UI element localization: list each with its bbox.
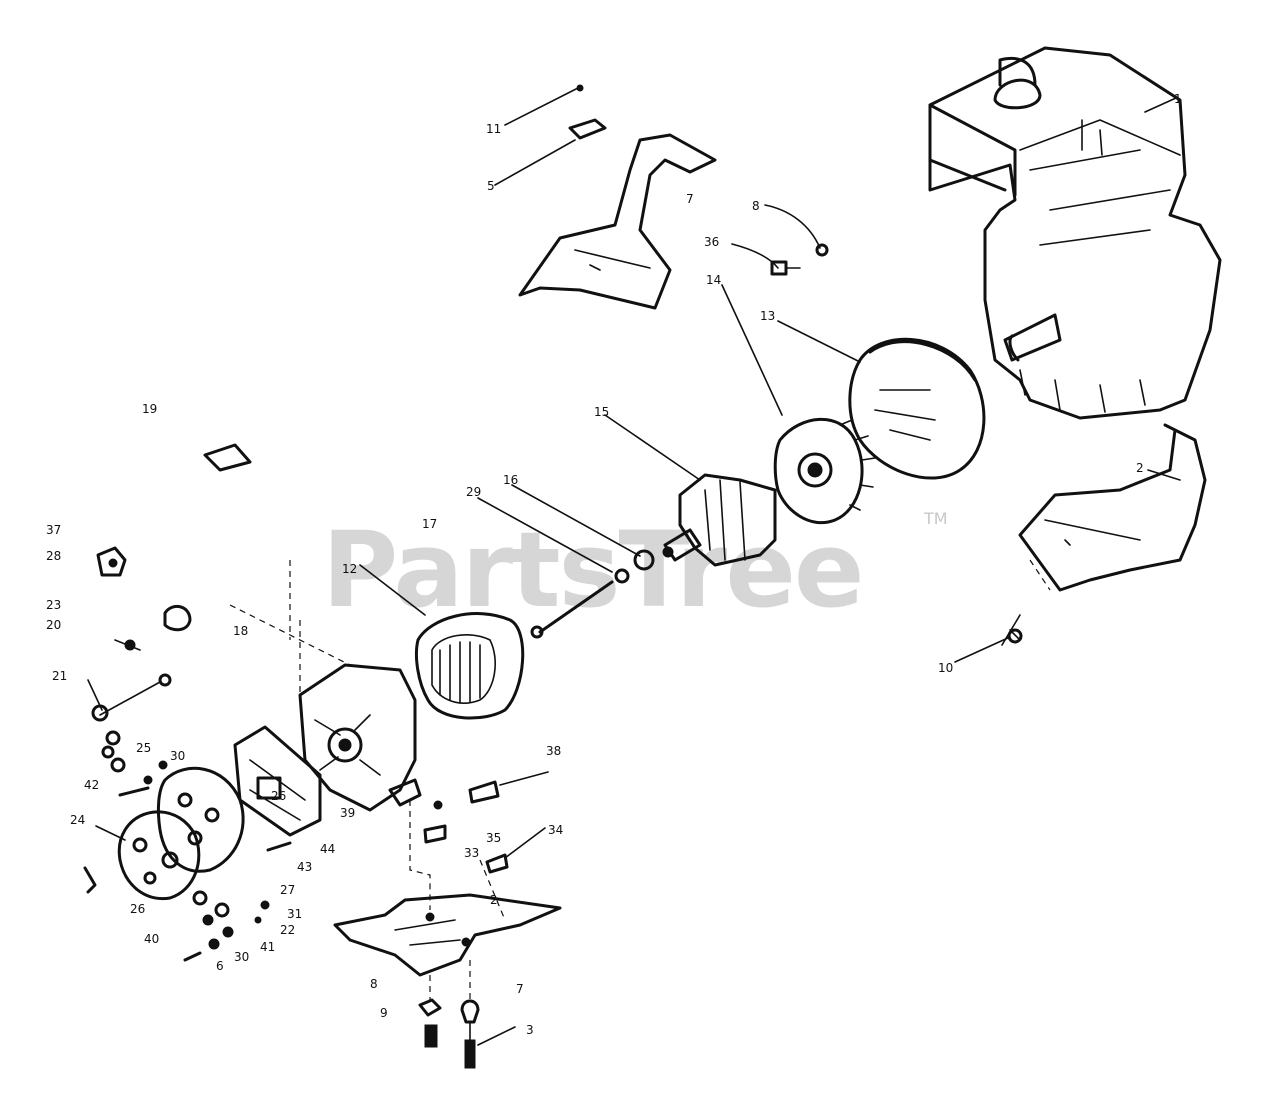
callout-8a: 8 [752,199,760,213]
callout-11: 11 [486,122,501,136]
callout-1: 1 [1174,92,1182,106]
alignment-dashes [229,559,1051,1000]
leader-lines [87,97,1181,1046]
callout-23: 23 [46,598,61,612]
callout-26: 26 [271,789,286,803]
nameplate-19 [203,443,252,472]
trademark-mark: TM [923,509,948,528]
callout-18: 18 [233,624,248,638]
callout-15: 15 [594,405,609,419]
callout-17: 17 [422,517,437,531]
frame-rail-right [1001,423,1207,646]
callout-33: 33 [464,846,479,860]
callout-29: 29 [466,485,481,499]
fasteners-bottom [418,998,480,1069]
callout-22: 22 [280,923,295,937]
callout-3: 3 [526,1023,534,1037]
callout-10: 10 [938,661,953,675]
cooling-fan [773,417,876,525]
fasteners-top [731,204,829,276]
rotor-assembly [662,473,777,567]
callout-6: 6 [216,959,224,973]
callout-36: 36 [704,235,719,249]
stator [414,612,525,720]
callout-13: 13 [760,309,775,323]
end-bell-housing [298,663,422,812]
callout-20: 20 [46,618,61,632]
callout-24: 24 [70,813,85,827]
callout-42: 42 [84,778,99,792]
callout-30a: 30 [170,749,185,763]
callout-31: 31 [287,907,302,921]
small-bracket [494,84,607,186]
callout-19: 19 [142,402,157,416]
callout-21: 21 [52,669,67,683]
callout-12: 12 [342,562,357,576]
callout-44: 44 [320,842,335,856]
blower-housing [848,337,986,480]
callout-7a: 7 [686,192,694,206]
callout-5: 5 [487,179,495,193]
callouts: 1 11 5 7 8 36 13 14 15 16 29 17 12 19 37… [46,92,1182,1037]
switch-23 [163,604,192,632]
bolt-10 [954,628,1023,663]
receptacle-28 [96,546,127,577]
partstree-watermark: PartsTree [322,509,862,631]
callout-41: 41 [260,940,275,954]
callout-9: 9 [380,1006,388,1020]
callout-38: 38 [546,744,561,758]
callout-27: 27 [280,883,295,897]
callout-30b: 30 [234,950,249,964]
callout-8b: 8 [370,977,378,991]
small-parts-center [423,780,509,874]
callout-2b: 2 [490,893,498,907]
frame-rail-bottom [333,893,562,977]
callout-7b: 7 [516,982,524,996]
frame-rail-top [518,133,717,310]
fastener-group-left [83,639,292,962]
callout-25: 25 [136,741,151,755]
brush-holder-frame [233,725,322,837]
callout-16: 16 [503,473,518,487]
callout-2a: 2 [1136,461,1144,475]
control-plate-front [117,810,201,901]
callout-40: 40 [144,932,159,946]
callout-43: 43 [297,860,312,874]
callout-39: 39 [340,806,355,820]
callout-34: 34 [548,823,563,837]
engine-assembly [928,46,1222,420]
callout-28: 28 [46,549,61,563]
callout-35: 35 [486,831,501,845]
callout-26b: 26 [130,902,145,916]
callout-14: 14 [706,273,721,287]
control-plate-rear [156,766,245,873]
thru-bolt [477,484,655,639]
callout-37: 37 [46,523,61,537]
